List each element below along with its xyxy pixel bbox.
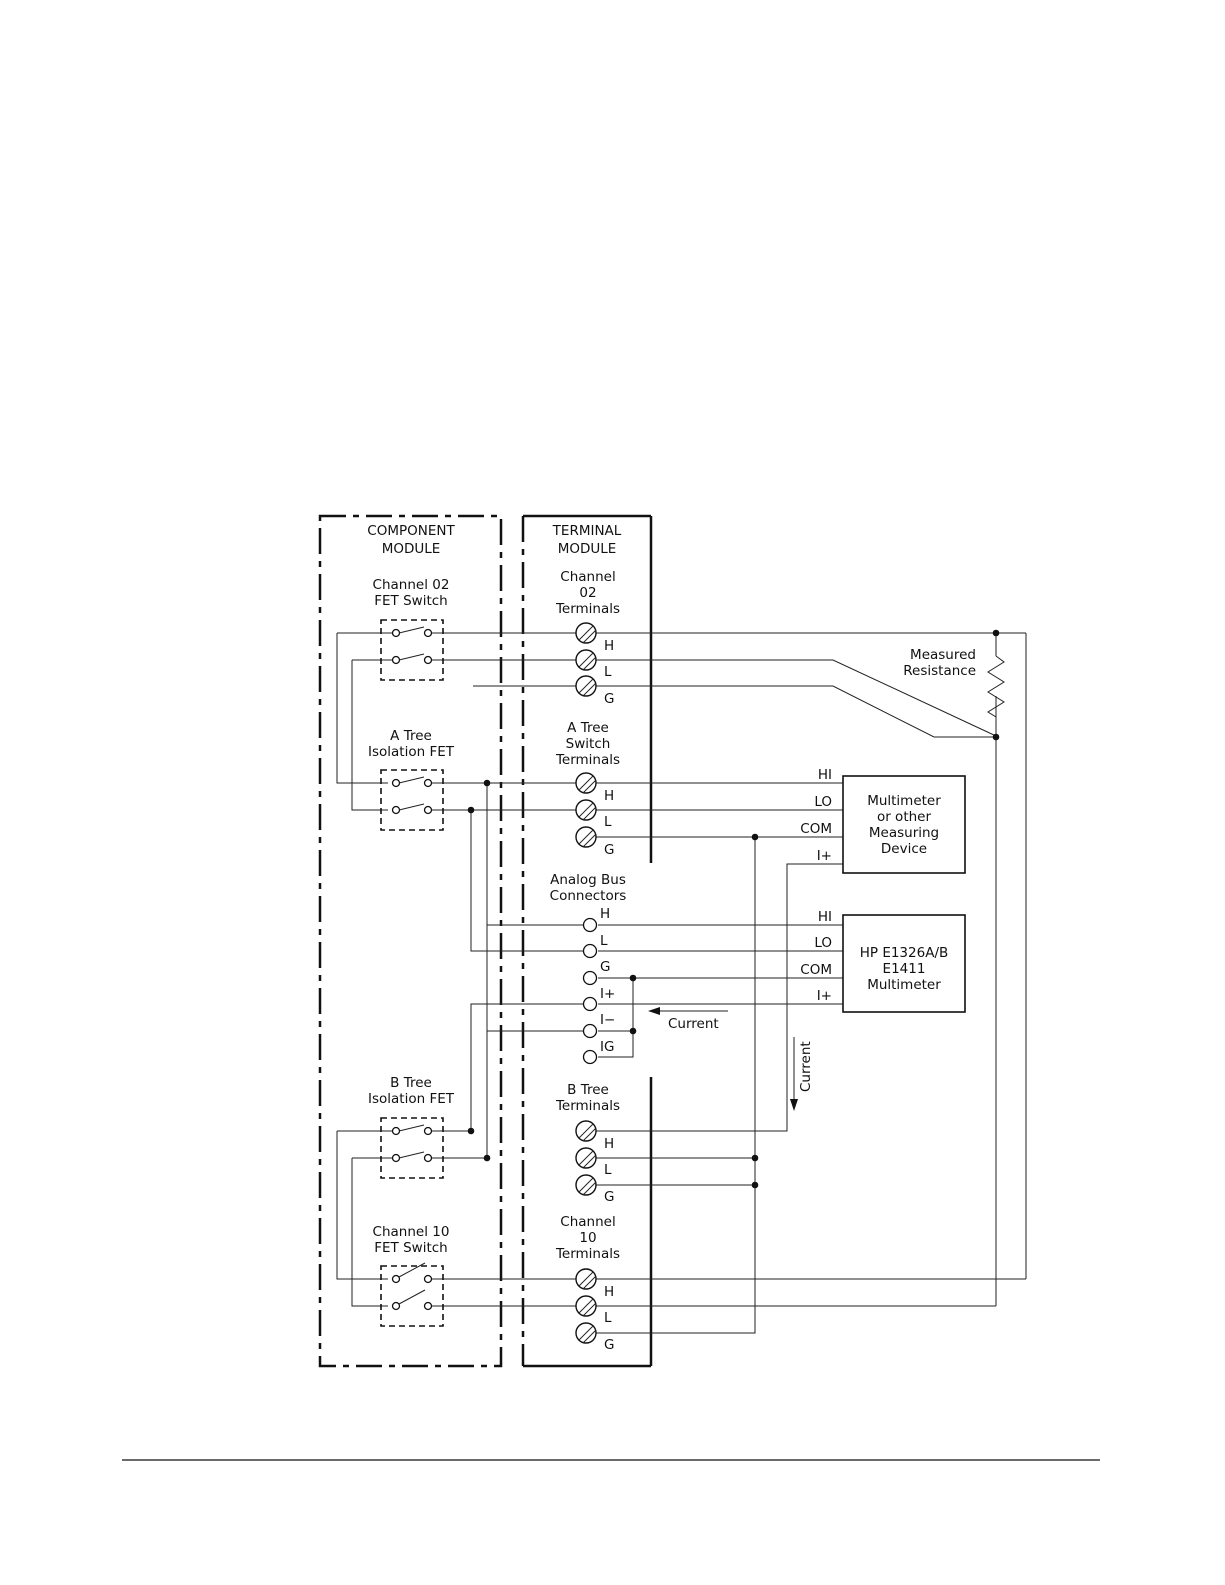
a-tree-fet-label: A Tree <box>390 728 432 744</box>
svg-text:COM: COM <box>800 821 832 837</box>
a-tree-h-terminal <box>575 772 597 794</box>
svg-text:L: L <box>600 933 608 949</box>
svg-text:I+: I+ <box>817 848 832 864</box>
ch02-fet-label-2: FET Switch <box>374 593 447 609</box>
ch02-fet-switch <box>380 619 444 681</box>
a-tree-fet-label-2: Isolation FET <box>368 744 455 760</box>
b-tree-isolation-fet <box>380 1117 444 1179</box>
svg-text:HI: HI <box>818 909 832 925</box>
hp-multimeter-box <box>842 914 966 1013</box>
current-label-vertical: Current <box>798 1041 814 1092</box>
analog-bus-label-2: Connectors <box>550 888 627 904</box>
b-tree-h-terminal <box>575 1120 597 1142</box>
ch02-terminals-label-3: Terminals <box>555 601 620 617</box>
wires <box>336 632 1027 1334</box>
svg-text:L: L <box>604 814 612 830</box>
ch02-terminals-label: Channel <box>560 569 615 585</box>
b-tree-l-terminal <box>575 1147 597 1169</box>
svg-text:I−: I− <box>600 1012 615 1028</box>
hp-multimeter-label-2: E1411 <box>883 961 926 977</box>
resistor-symbol <box>987 655 1005 737</box>
ch10-fet-label-2: FET Switch <box>374 1240 447 1256</box>
a-tree-terminals-label-2: Switch <box>566 736 611 752</box>
svg-text:COM: COM <box>800 962 832 978</box>
b-tree-terminals-label: B Tree <box>567 1082 609 1098</box>
ch10-terminals-label: Channel <box>560 1214 615 1230</box>
b-tree-fet-label-2: Isolation FET <box>368 1091 455 1107</box>
terminal-module-border <box>521 514 653 1368</box>
svg-text:H: H <box>604 1136 614 1152</box>
hp-multimeter-label-3: Multimeter <box>867 977 941 993</box>
svg-text:H: H <box>604 638 614 654</box>
ch02-h-terminal <box>575 622 597 644</box>
svg-text:G: G <box>604 691 614 707</box>
svg-text:LO: LO <box>814 794 832 810</box>
svg-text:HI: HI <box>818 767 832 783</box>
b-tree-fet-label: B Tree <box>390 1075 432 1091</box>
svg-text:H: H <box>604 788 614 804</box>
component-module-border <box>318 514 503 1368</box>
a-tree-terminals-label-3: Terminals <box>555 752 620 768</box>
hp-multimeter-label: HP E1326A/B <box>860 945 949 961</box>
ch10-terminals-label-2: 10 <box>579 1230 596 1246</box>
a-tree-l-terminal <box>575 799 597 821</box>
svg-text:I+: I+ <box>600 986 615 1002</box>
analog-bus-connectors <box>582 917 598 1065</box>
ch10-g-terminal <box>575 1322 597 1344</box>
screw-terminals <box>575 622 597 1344</box>
svg-text:H: H <box>604 1284 614 1300</box>
instrument-input-labels: HI LO COM I+ HI LO COM I+ <box>800 767 832 1004</box>
ch02-l-terminal <box>575 649 597 671</box>
a-tree-terminals-label: A Tree <box>567 720 609 736</box>
svg-text:L: L <box>604 1310 612 1326</box>
terminal-module-title: TERMINAL <box>552 523 622 539</box>
multimeter-other-label: Multimeter <box>867 793 941 809</box>
a-tree-isolation-fet <box>380 769 444 831</box>
ch10-fet-switch <box>380 1262 444 1327</box>
svg-text:IG: IG <box>600 1039 614 1055</box>
svg-text:L: L <box>604 664 612 680</box>
analog-bus-label: Analog Bus <box>550 872 626 888</box>
current-arrow-vertical <box>790 1037 798 1111</box>
svg-text:I+: I+ <box>817 988 832 1004</box>
ch02-g-terminal <box>575 675 597 697</box>
multimeter-other-label-2: or other <box>877 809 932 825</box>
svg-text:H: H <box>600 906 610 922</box>
svg-text:G: G <box>600 959 610 975</box>
svg-text:G: G <box>604 1337 614 1353</box>
b-tree-g-terminal <box>575 1174 597 1196</box>
component-module-title-2: MODULE <box>382 541 441 557</box>
measured-resistance-label-2: Resistance <box>903 663 976 679</box>
b-tree-terminals-label-2: Terminals <box>555 1098 620 1114</box>
ch10-terminals-label-3: Terminals <box>555 1246 620 1262</box>
ch10-l-terminal <box>575 1295 597 1317</box>
ch10-h-terminal <box>575 1268 597 1290</box>
terminal-module-title-2: MODULE <box>558 541 617 557</box>
ch02-terminals-label-2: 02 <box>579 585 596 601</box>
multimeter-other-label-4: Device <box>881 841 927 857</box>
terminal-letters: H L G H L G H L G H L G <box>604 638 614 1353</box>
svg-text:G: G <box>604 842 614 858</box>
svg-text:L: L <box>604 1162 612 1178</box>
svg-text:LO: LO <box>814 935 832 951</box>
bus-letters: H L G I+ I− IG <box>600 906 615 1055</box>
ch10-fet-label: Channel 10 <box>373 1224 450 1240</box>
measured-resistance-label: Measured <box>910 647 976 663</box>
current-arrow-horizontal <box>648 1007 728 1015</box>
component-module-title: COMPONENT <box>367 523 455 539</box>
current-label-horizontal: Current <box>668 1016 719 1032</box>
junction-dots <box>467 629 1000 1189</box>
multimeter-other-box <box>842 775 966 874</box>
ch02-fet-label: Channel 02 <box>373 577 450 593</box>
a-tree-g-terminal <box>575 826 597 848</box>
multimeter-other-label-3: Measuring <box>869 825 939 841</box>
svg-text:G: G <box>604 1189 614 1205</box>
